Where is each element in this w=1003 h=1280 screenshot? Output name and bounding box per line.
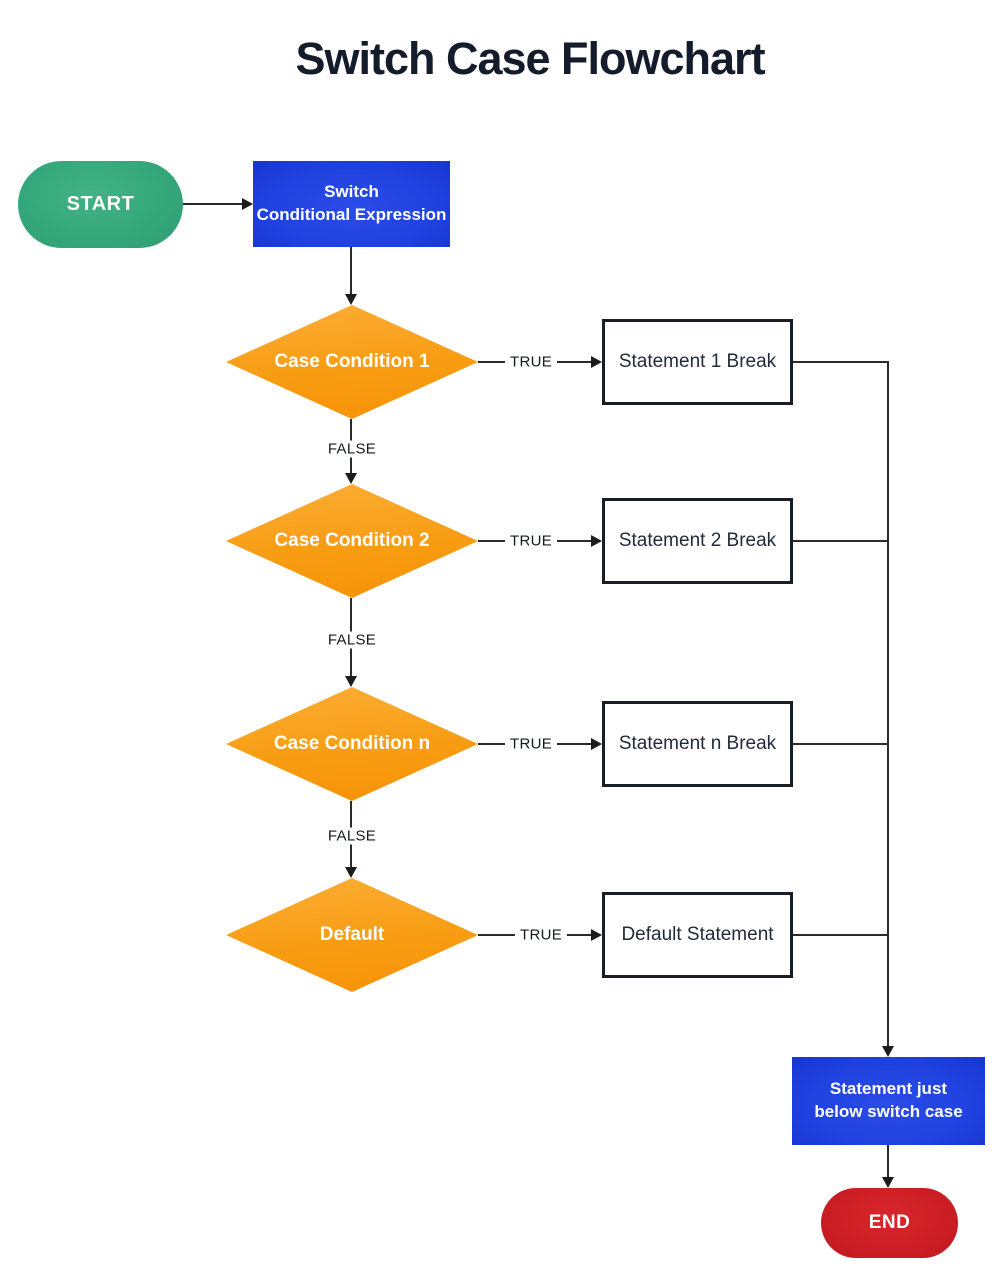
process-statement-2: Statement 2 Break bbox=[602, 498, 793, 584]
arrowhead-down-icon bbox=[345, 294, 357, 305]
edge-defaultstatement-to-trunk bbox=[793, 934, 889, 936]
decision-case-1: Case Condition 1 bbox=[226, 305, 478, 419]
process-statement-n: Statement n Break bbox=[602, 701, 793, 787]
edge-label-true-2: TRUE bbox=[504, 532, 558, 550]
process-statement-n-label: Statement n Break bbox=[618, 733, 777, 754]
arrowhead-right-icon bbox=[591, 535, 602, 547]
arrowhead-down-icon bbox=[345, 867, 357, 878]
decision-default-label: Default bbox=[319, 924, 385, 945]
arrowhead-down-icon bbox=[345, 473, 357, 484]
arrowhead-right-icon bbox=[591, 356, 602, 368]
edge-below-to-end bbox=[887, 1145, 889, 1179]
edge-label-false-n: FALSE bbox=[322, 827, 382, 845]
switch-expression-node: Switch Conditional Expression bbox=[253, 161, 450, 247]
arrowhead-down-icon bbox=[345, 676, 357, 687]
process-statement-2-label: Statement 2 Break bbox=[618, 530, 777, 551]
arrowhead-right-icon bbox=[591, 738, 602, 750]
decision-case-2: Case Condition 2 bbox=[226, 484, 478, 598]
process-default-statement: Default Statement bbox=[602, 892, 793, 978]
process-statement-1: Statement 1 Break bbox=[602, 319, 793, 405]
below-switch-node: Statement just below switch case bbox=[792, 1057, 985, 1145]
edge-start-to-switch bbox=[183, 203, 243, 205]
edge-statement1-to-trunk bbox=[793, 361, 889, 363]
end-node: END bbox=[821, 1188, 958, 1258]
decision-case-n: Case Condition n bbox=[226, 687, 478, 801]
decision-case-2-label: Case Condition 2 bbox=[274, 530, 430, 551]
arrowhead-right-icon bbox=[591, 929, 602, 941]
below-switch-label: Statement just below switch case bbox=[814, 1079, 963, 1121]
flowchart-title: Switch Case Flowchart bbox=[295, 33, 765, 84]
switch-expression-label: Switch Conditional Expression bbox=[256, 182, 447, 224]
decision-case-1-label: Case Condition 1 bbox=[274, 351, 430, 372]
edge-label-true-1: TRUE bbox=[504, 353, 558, 371]
edge-statementn-to-trunk bbox=[793, 743, 889, 745]
start-node: START bbox=[18, 161, 183, 248]
decision-default: Default bbox=[226, 878, 478, 992]
arrowhead-down-icon bbox=[882, 1046, 894, 1057]
edge-label-true-default: TRUE bbox=[514, 926, 568, 944]
edge-label-true-n: TRUE bbox=[504, 735, 558, 753]
edge-statement2-to-trunk bbox=[793, 540, 889, 542]
decision-case-n-label: Case Condition n bbox=[273, 733, 431, 754]
edge-label-false-2: FALSE bbox=[322, 631, 382, 649]
start-label: START bbox=[66, 193, 135, 215]
process-statement-1-label: Statement 1 Break bbox=[618, 351, 777, 372]
edge-trunk-vertical bbox=[887, 361, 889, 1048]
edge-switch-to-case1 bbox=[350, 247, 352, 295]
arrowhead-right-icon bbox=[242, 198, 253, 210]
process-default-statement-label: Default Statement bbox=[621, 924, 774, 945]
end-label: END bbox=[868, 1212, 911, 1233]
edge-label-false-1: FALSE bbox=[322, 440, 382, 458]
arrowhead-down-icon bbox=[882, 1177, 894, 1188]
